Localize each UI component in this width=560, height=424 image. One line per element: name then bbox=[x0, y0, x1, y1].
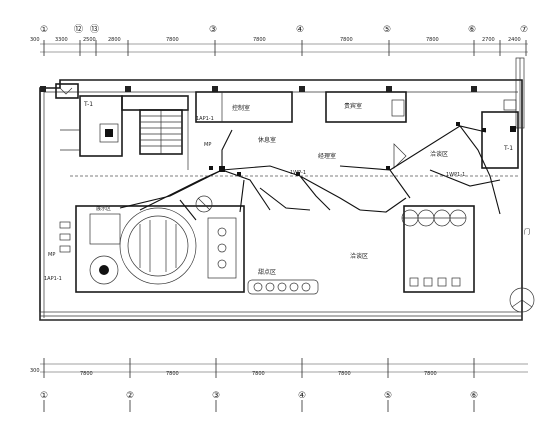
room-office-a: 经理室 bbox=[318, 152, 336, 160]
room-negotiation: 洽谈区 bbox=[430, 150, 448, 158]
bottom-dimension-band: 300 7800 7800 7800 7800 7800 bbox=[30, 358, 528, 378]
axis-bottom-6: ⑥ bbox=[470, 391, 478, 401]
central-feature: 展示区 1AP1-1 MP bbox=[44, 195, 245, 293]
axis-top-4: ④ bbox=[296, 25, 304, 35]
dim-top-7: 7800 bbox=[426, 37, 439, 43]
dim-top-9: 2400 bbox=[508, 37, 521, 43]
upper-rooms: 控制室 休息室 贵宾室 经理室 洽谈区 T-1 bbox=[195, 91, 519, 169]
core-left: T-1 bbox=[55, 83, 189, 170]
dim-top-6: 7800 bbox=[340, 37, 353, 43]
axis-bottom-3: ③ bbox=[212, 391, 220, 401]
dim-top-4: 7800 bbox=[166, 37, 179, 43]
dim-bottom-3: 7800 bbox=[252, 371, 265, 377]
panel-labels: 1AP1-1 MP 1WP-1 1WP1-1 bbox=[196, 116, 465, 178]
right-seating-zone: 洽谈区 门 bbox=[350, 205, 530, 293]
right-stack-items bbox=[217, 227, 227, 269]
dim-top-0: 300 bbox=[30, 37, 40, 43]
axis-top-7: ⑦ bbox=[520, 25, 528, 35]
circle-shelves bbox=[139, 220, 177, 272]
room-display: 展示区 bbox=[96, 206, 111, 212]
axis-top-3: ③ bbox=[209, 25, 217, 35]
bottom-grid-marks bbox=[43, 400, 475, 412]
dim-top-1: 3300 bbox=[55, 37, 68, 43]
axis-top-12: ⑫ bbox=[74, 24, 83, 35]
counter-chairs bbox=[409, 277, 461, 287]
room-vip: 贵宾室 bbox=[344, 102, 362, 110]
dim-bottom-0: 300 bbox=[30, 368, 40, 374]
panel-door: 门 bbox=[524, 228, 530, 236]
axis-bottom-1: ① bbox=[40, 391, 48, 401]
dim-top-8: 2700 bbox=[482, 37, 495, 43]
axis-top-6: ⑥ bbox=[468, 25, 476, 35]
room-control: 控制室 bbox=[232, 104, 250, 112]
panel-ap1-left: 1AP1-1 bbox=[196, 116, 214, 122]
axis-bottom-2: ② bbox=[126, 391, 134, 401]
axis-top-1: ① bbox=[40, 25, 48, 35]
dim-bottom-4: 7800 bbox=[338, 371, 351, 377]
panel-t1-right: T-1 bbox=[503, 145, 513, 152]
bottom-axis-bubbles: ① ② ③ ④ ⑤ ⑥ bbox=[40, 391, 478, 401]
top-dimension-band: 300 3300 2500 2800 7800 7800 7800 7800 2… bbox=[30, 37, 528, 56]
panel-ap-mid: 1WP-1 bbox=[290, 170, 306, 176]
axis-top-5: ⑤ bbox=[383, 25, 391, 35]
panel-ap-right: 1WP1-1 bbox=[446, 172, 465, 178]
dessert-bar: 甜点区 bbox=[247, 268, 319, 295]
panel-mp: MP bbox=[48, 252, 55, 258]
axis-top-13: ⑬ bbox=[90, 24, 99, 35]
room-dessert-bar: 甜点区 bbox=[258, 268, 276, 276]
room-equipment: 休息室 bbox=[258, 136, 276, 144]
dim-bottom-2: 7800 bbox=[166, 371, 179, 377]
top-columns bbox=[40, 86, 477, 92]
top-axis-bubbles: ① ⑫ ⑬ ③ ④ ⑤ ⑥ ⑦ bbox=[40, 24, 528, 35]
stair-treads bbox=[139, 109, 183, 155]
booth-row bbox=[401, 209, 467, 227]
panel-t1-left: T-1 bbox=[83, 101, 93, 108]
dim-top-5: 7800 bbox=[253, 37, 266, 43]
axis-bottom-5: ⑤ bbox=[384, 391, 392, 401]
panel-ap1-bottom: 1AP1-1 bbox=[44, 276, 62, 282]
dim-top-2: 2500 bbox=[83, 37, 96, 43]
mercedes-gate-symbol bbox=[509, 287, 535, 313]
axis-bottom-4: ④ bbox=[298, 391, 306, 401]
dim-bottom-1: 7800 bbox=[80, 371, 93, 377]
room-negotiation-lower: 洽谈区 bbox=[350, 252, 368, 260]
dim-top-3: 2800 bbox=[108, 37, 121, 43]
top-dimension-ticks bbox=[43, 40, 527, 56]
distribution-points bbox=[209, 122, 486, 176]
panel-mp-main: MP bbox=[204, 142, 211, 148]
bottom-dimension-ticks bbox=[43, 358, 475, 378]
dim-bottom-5: 7800 bbox=[424, 371, 437, 377]
